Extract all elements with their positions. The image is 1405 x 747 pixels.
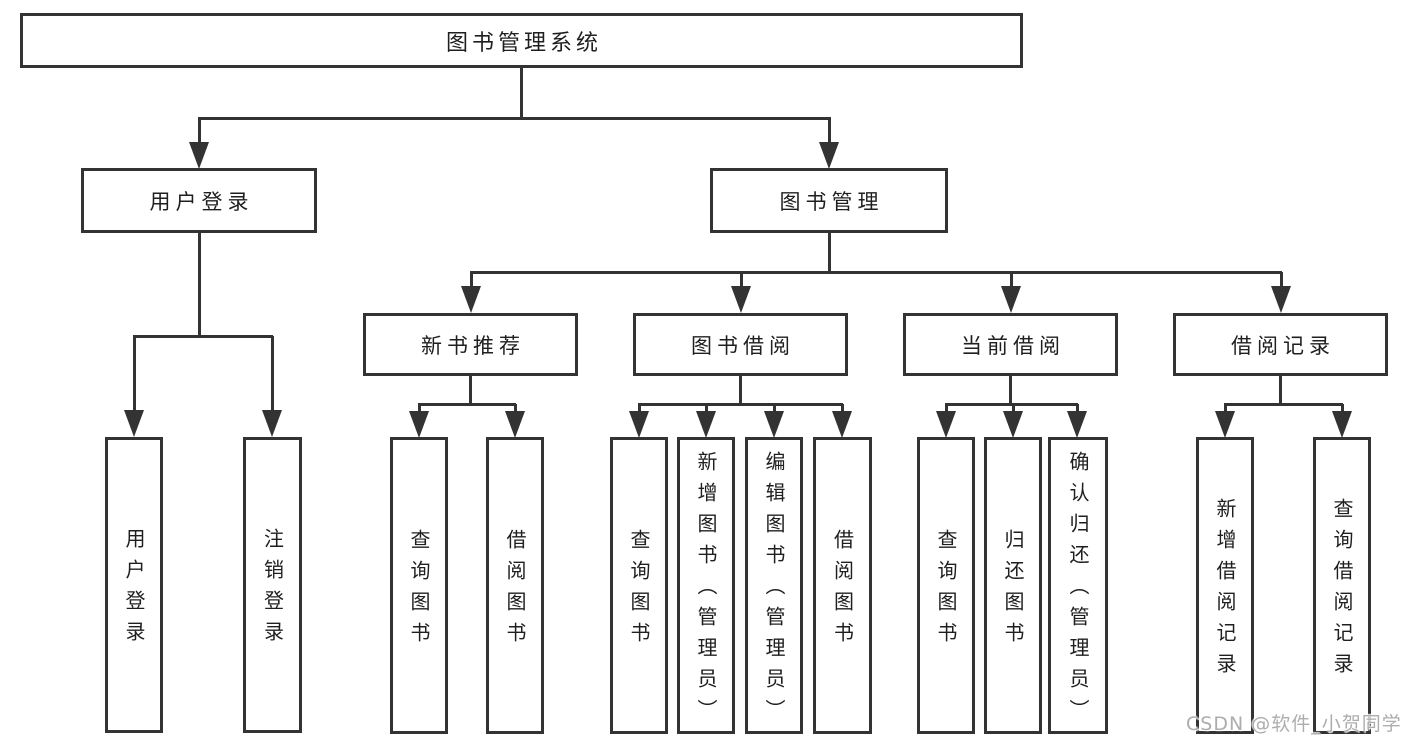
node-leaf-record-add-record: 新增借阅记录 xyxy=(1196,437,1254,734)
connector-user-login-crossbar xyxy=(132,335,273,338)
node-label: 新增借阅记录 xyxy=(1213,497,1237,684)
connector-l2-crossbar xyxy=(197,117,831,120)
node-leaf-borrow-borrow-books: 借阅图书 xyxy=(813,437,872,734)
node-label: 借阅记录 xyxy=(1231,333,1335,358)
connector-arrow-book-borrowing xyxy=(731,272,751,313)
connector-records-stem xyxy=(1279,376,1282,406)
connector-arrow-leaf-user-login xyxy=(124,336,144,437)
node-leaf-logout: 注销登录 xyxy=(243,437,302,733)
node-label: 借阅图书 xyxy=(830,528,855,653)
connector-user-login-stem xyxy=(197,233,201,338)
node-label: 新增图书（管理员） xyxy=(694,451,718,730)
connector-current-borrow-crossbar xyxy=(944,403,1078,406)
connector-arrow-br-query xyxy=(1332,404,1352,438)
node-leaf-current-query-books: 查询图书 xyxy=(917,437,975,734)
node-label: 查询图书 xyxy=(627,528,651,653)
node-label: 归还图书 xyxy=(1001,528,1025,653)
node-label: 用户登录 xyxy=(122,528,146,652)
connector-arrow-br-add xyxy=(1215,404,1235,438)
node-label: 当前借阅 xyxy=(961,333,1065,358)
connector-arrow-borrowing-records xyxy=(1271,272,1291,313)
node-label: 编辑图书（管理员） xyxy=(762,451,786,730)
node-leaf-borrow-add-books-admin: 新增图书（管理员） xyxy=(677,437,735,734)
connector-arrow-cb-confirm xyxy=(1067,404,1087,438)
connector-book-mgmt-stem xyxy=(827,233,831,274)
node-leaf-borrow-query-books: 查询图书 xyxy=(610,437,668,734)
node-label: 查询图书 xyxy=(934,528,958,653)
node-leaf-newbook-query-books: 查询图书 xyxy=(390,437,448,734)
connector-arrow-nb-borrow xyxy=(505,404,525,438)
csdn-watermark: CSDN @软件_小贺同学 xyxy=(1186,713,1402,735)
connector-l3-crossbar xyxy=(469,271,1282,274)
node-leaf-user-login: 用户登录 xyxy=(105,437,163,733)
connector-book-borrow-stem xyxy=(739,376,742,406)
connector-arrow-bb-query xyxy=(629,404,649,438)
node-leaf-newbook-borrow-books: 借阅图书 xyxy=(486,437,544,734)
connector-arrow-bb-add xyxy=(696,404,716,438)
node-label: 注销登录 xyxy=(260,528,285,652)
node-user-login: 用户登录 xyxy=(81,168,317,233)
connector-arrow-new-book-recommend xyxy=(461,272,481,313)
node-label: 图书管理系统 xyxy=(445,30,602,56)
connector-arrow-bb-borrow xyxy=(832,404,852,438)
connector-root-stem xyxy=(519,68,523,118)
node-current-borrowing: 当前借阅 xyxy=(903,313,1118,376)
connector-arrow-cb-return xyxy=(1003,404,1023,438)
connector-new-book-stem xyxy=(469,376,472,406)
node-label: 新书推荐 xyxy=(421,333,525,358)
node-label: 确认归还（管理员） xyxy=(1066,451,1090,730)
connector-records-crossbar xyxy=(1223,403,1343,406)
node-new-book-recommend: 新书推荐 xyxy=(363,313,578,376)
node-label: 借阅图书 xyxy=(503,528,527,653)
node-book-borrowing: 图书借阅 xyxy=(633,313,848,376)
connector-arrow-current-borrowing xyxy=(1001,272,1021,313)
connector-arrow-user-login xyxy=(189,118,209,169)
connector-current-borrow-stem xyxy=(1009,376,1012,406)
node-book-management: 图书管理 xyxy=(710,168,948,233)
connector-arrow-bb-edit xyxy=(764,404,784,438)
node-label: 查询借阅记录 xyxy=(1330,497,1354,684)
node-label: 用户登录 xyxy=(149,189,254,214)
connector-new-book-crossbar xyxy=(417,403,516,406)
node-root-system: 图书管理系统 xyxy=(20,13,1023,68)
connector-arrow-cb-query xyxy=(936,404,956,438)
connector-arrow-book-management xyxy=(819,118,839,169)
node-leaf-current-confirm-return-admin: 确认归还（管理员） xyxy=(1048,437,1108,734)
node-leaf-borrow-edit-books-admin: 编辑图书（管理员） xyxy=(745,437,803,734)
node-label: 图书管理 xyxy=(779,189,884,214)
connector-book-borrow-crossbar xyxy=(637,403,843,406)
node-leaf-record-query-record: 查询借阅记录 xyxy=(1313,437,1371,734)
node-label: 图书借阅 xyxy=(691,333,795,358)
connector-arrow-nb-query xyxy=(409,404,429,438)
connector-arrow-leaf-logout xyxy=(262,336,282,437)
node-label: 查询图书 xyxy=(407,528,431,653)
node-borrowing-records: 借阅记录 xyxy=(1173,313,1388,376)
node-leaf-current-return-books: 归还图书 xyxy=(984,437,1042,734)
